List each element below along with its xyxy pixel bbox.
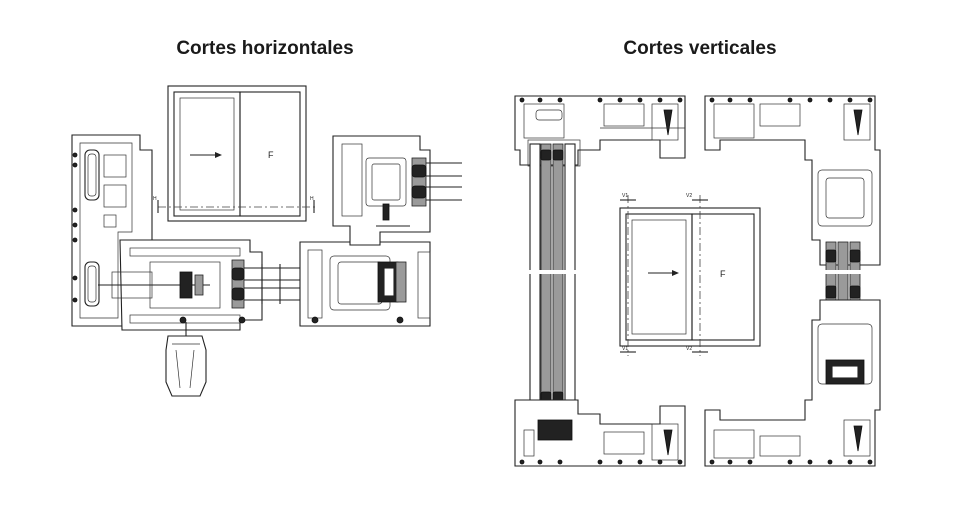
cut-label-v1-top: V1 [622, 193, 628, 199]
horizontal-window-schematic: F H H [153, 85, 318, 222]
screw-icon-v2-bottom [853, 425, 863, 452]
fixed-label-h: F [268, 150, 274, 160]
arrow-head-icon [215, 152, 222, 158]
cut-label-v1-bottom: V1 [622, 346, 628, 352]
cut-label-v2-bottom: V2 [686, 346, 692, 352]
fixed-label-v: F [720, 269, 726, 279]
cut-label-v2-top: V2 [686, 193, 692, 199]
handle-icon [165, 335, 207, 397]
horizontal-lower-sash [98, 239, 263, 397]
cut-label-h-right: H [310, 196, 314, 202]
vertical-window-schematic: F V1 V2 V1 V2 [619, 193, 761, 356]
horizontal-right-frame-profile [299, 135, 462, 327]
drainage-block-icon [537, 419, 573, 441]
cut-label-h-left: H [153, 196, 157, 202]
vertical-v1-section [514, 95, 686, 467]
screw-icon-v2 [853, 109, 863, 136]
vertical-v2-section [704, 95, 881, 467]
title-vertical-sections: Cortes verticales [623, 38, 777, 59]
screw-icon [663, 109, 673, 136]
title-horizontal-sections: Cortes horizontales [176, 38, 354, 59]
screw-icon-bottom [663, 429, 673, 456]
